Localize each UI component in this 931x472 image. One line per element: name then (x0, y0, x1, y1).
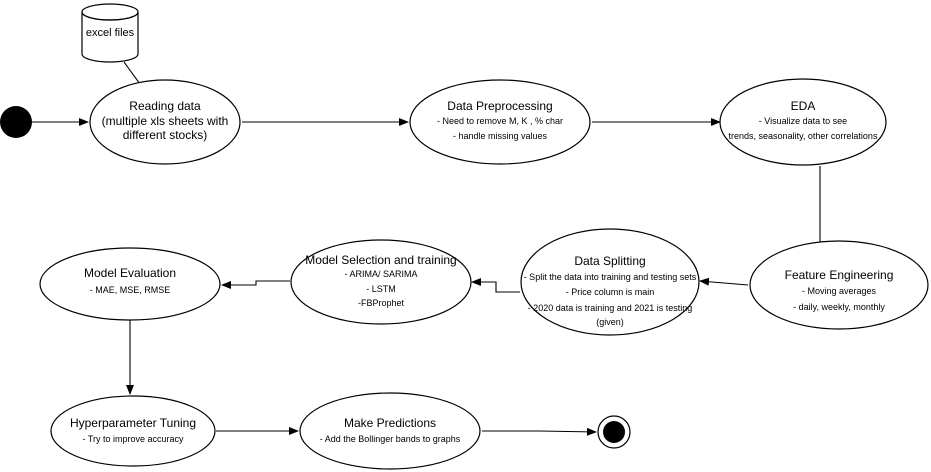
feature-engineering-line-1: - Moving averages (802, 286, 877, 296)
edge-splitting-to-model-selection (471, 278, 520, 293)
eda-title: EDA (791, 99, 816, 113)
model-evaluation-line-1: - MAE, MSE, RMSE (90, 285, 171, 295)
edge-predictions-to-end (482, 427, 597, 436)
node-make-predictions: Make Predictions - Add the Bollinger ban… (299, 392, 481, 470)
node-data-splitting: Data Splitting - Split the data into tra… (520, 228, 700, 336)
excel-files-database: excel files (81, 3, 139, 63)
feature-engineering-line-2: - daily, weekly, monthly (793, 302, 885, 312)
model-evaluation-title: Model Evaluation (84, 266, 176, 280)
data-splitting-line-1: - Split the data into training and testi… (524, 272, 697, 282)
eda-line-2: trends, seasonality, other correlations (729, 131, 878, 141)
preprocessing-line-2: - handle missing values (453, 131, 548, 141)
model-selection-title: Model Selection and training (305, 253, 456, 267)
make-predictions-line-1: - Add the Bollinger bands to graphs (320, 434, 461, 444)
model-selection-line-2: - LSTM (366, 284, 396, 294)
node-hyperparameter-tuning: Hyperparameter Tuning - Try to improve a… (50, 395, 216, 467)
data-splitting-line-3: - 2020 data is training and 2021 is test… (528, 303, 693, 313)
preprocessing-title: Data Preprocessing (447, 99, 552, 113)
node-model-selection: Model Selection and training - ARIMA/ SA… (290, 239, 472, 325)
data-splitting-title: Data Splitting (574, 254, 645, 268)
edge-db-to-reading (123, 61, 141, 85)
edge-model-selection-to-evaluation (221, 280, 290, 289)
reading-data-line-2: different stocks) (123, 128, 207, 142)
reading-data-line-1: (multiple xls sheets with (102, 114, 229, 128)
eda-line-1: - Visualize data to see (759, 116, 847, 126)
hyperparameter-tuning-line-1: - Try to improve accuracy (82, 434, 184, 444)
node-data-preprocessing: Data Preprocessing - Need to remove M, K… (409, 79, 591, 165)
start-node (0, 106, 32, 138)
end-node (597, 415, 631, 449)
data-splitting-line-4: (given) (596, 317, 624, 327)
feature-engineering-title: Feature Engineering (785, 268, 894, 282)
data-splitting-line-2: - Price column is main (566, 287, 655, 297)
edge-feature-engineering-to-splitting (699, 277, 749, 286)
hyperparameter-tuning-title: Hyperparameter Tuning (70, 416, 196, 430)
reading-data-title: Reading data (129, 99, 201, 113)
model-selection-line-1: - ARIMA/ SARIMA (344, 269, 417, 279)
node-reading-data: Reading data (multiple xls sheets with d… (89, 79, 241, 165)
node-model-evaluation: Model Evaluation - MAE, MSE, RMSE (39, 247, 221, 321)
model-selection-line-3: -FBProphet (358, 298, 405, 308)
node-feature-engineering: Feature Engineering - Moving averages - … (749, 240, 929, 330)
node-eda: EDA - Visualize data to see trends, seas… (719, 78, 887, 166)
make-predictions-title: Make Predictions (344, 416, 436, 430)
excel-files-label: excel files (86, 27, 135, 39)
preprocessing-line-1: - Need to remove M, K , % char (437, 116, 563, 126)
